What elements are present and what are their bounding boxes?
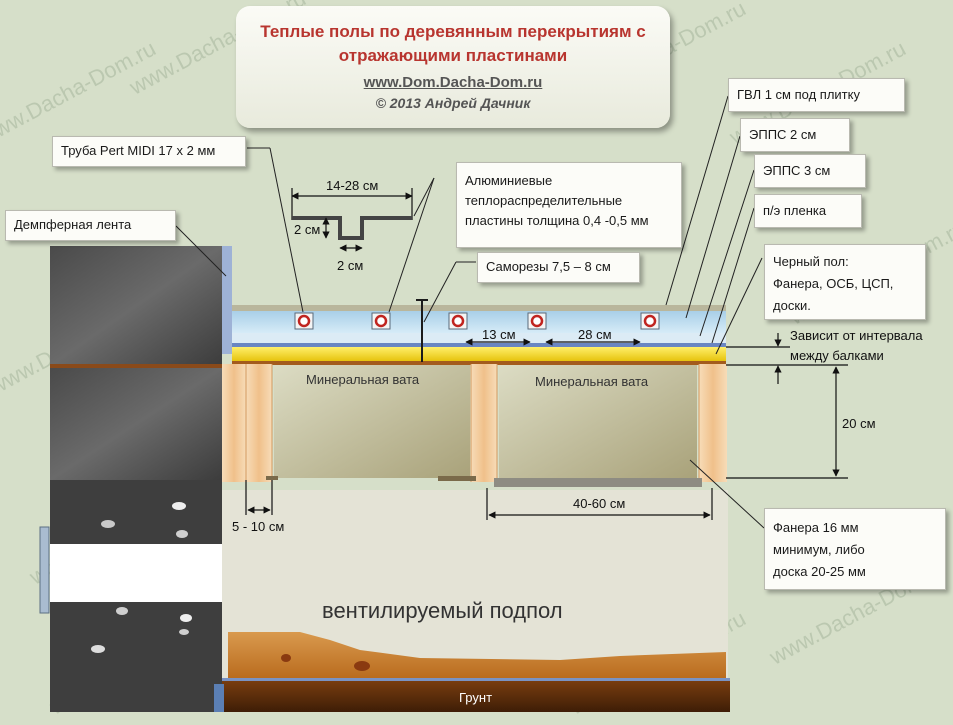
dim-depends-line: Зависит от интервала: [790, 328, 923, 343]
callout-plates-line: теплораспределительные: [465, 193, 623, 208]
callout-screws-text: Саморезы 7,5 – 8 см: [486, 259, 611, 274]
joists: [222, 364, 727, 482]
callout-plates-line: пластины толщина 0,4 -0,5 мм: [465, 213, 649, 228]
plywood-board: [266, 476, 278, 480]
heating-pipes: [294, 312, 660, 330]
subfloor-board: [232, 347, 726, 363]
dim-pipe-gap-28: 28 см: [578, 327, 612, 342]
callout-screws: Саморезы 7,5 – 8 см: [477, 252, 640, 283]
callout-plywood: Фанера 16 мм минимум, либо доска 20-25 м…: [764, 508, 946, 590]
callout-plywood-line: минимум, либо: [773, 542, 865, 557]
stone: [116, 607, 128, 615]
dim-profile-height: 2 см: [294, 222, 321, 237]
label-underfloor: вентилируемый подпол: [322, 598, 563, 623]
title-line-1: Теплые полы по деревянным перекрытиям с: [260, 22, 646, 41]
title-line-2: отражающими пластинами: [338, 46, 568, 65]
screed-layer: [232, 311, 726, 333]
stone: [172, 502, 186, 510]
dim-pipe-gap-13: 13 см: [482, 327, 516, 342]
callout-plywood-line: доска 20-25 мм: [773, 564, 866, 579]
stone: [354, 661, 370, 671]
callout-film: п/э пленка: [754, 194, 862, 228]
callout-damper: Демпферная лента: [5, 210, 176, 241]
callout-damper-text: Демпферная лента: [14, 217, 132, 232]
mineral-wool-right: [499, 365, 697, 478]
label-wool-right: Минеральная вата: [535, 374, 649, 389]
callout-subfloor: Черный пол: Фанера, ОСБ, ЦСП, доски.: [764, 244, 926, 320]
gvl-layer: [232, 305, 726, 311]
callout-epps3: ЭППС 3 см: [754, 154, 866, 188]
dim-profile-groove: 2 см: [337, 258, 364, 273]
callout-plywood-line: Фанера 16 мм: [773, 520, 859, 535]
damper-strip: [222, 246, 232, 354]
site-link[interactable]: www.Dom.Dacha-Dom.ru: [363, 74, 543, 91]
dim-beam-height: 20 см: [842, 416, 876, 431]
stone: [101, 520, 115, 528]
dim-span: 40-60 см: [573, 496, 626, 511]
plywood-board: [438, 476, 476, 481]
dim-beam-width: 5 - 10 см: [232, 519, 285, 534]
callout-plates: Алюминиевые теплораспределительные пласт…: [456, 162, 682, 248]
callout-plates-line: Алюминиевые: [465, 173, 553, 188]
callout-gvl: ГВЛ 1 см под плитку: [728, 78, 905, 112]
profile-sketch: [291, 188, 413, 252]
film-layer: [232, 343, 726, 347]
stone: [180, 614, 192, 622]
callout-gvl-text: ГВЛ 1 см под плитку: [737, 87, 860, 102]
title-panel: Теплые полы по деревянным перекрытиям с …: [236, 6, 670, 128]
dim-profile-width: 14-28 см: [326, 178, 379, 193]
mineral-wool-left: [274, 365, 470, 478]
label-ground: Грунт: [459, 690, 493, 705]
foundation-wall: [39, 246, 222, 712]
callout-film-text: п/э пленка: [763, 203, 827, 218]
epps-layer: [232, 333, 726, 343]
callout-pipe-text: Труба Pert MIDI 17 х 2 мм: [61, 143, 216, 158]
ground-base: [222, 680, 730, 712]
copyright: © 2013 Андрей Дачник: [375, 95, 531, 111]
label-wool-left: Минеральная вата: [306, 372, 420, 387]
callout-epps2-text: ЭППС 2 см: [749, 127, 817, 142]
callout-epps2: ЭППС 2 см: [740, 118, 850, 152]
dim-depends-line: между балками: [790, 348, 884, 363]
callout-subfloor-line: Фанера, ОСБ, ЦСП,: [773, 276, 894, 291]
stone: [91, 645, 105, 653]
stone: [179, 629, 189, 635]
soil: [228, 632, 726, 680]
stone: [281, 654, 291, 662]
plywood-board: [494, 478, 702, 487]
callout-subfloor-line: Черный пол:: [773, 254, 849, 269]
callout-pipe: Труба Pert MIDI 17 х 2 мм: [52, 136, 246, 167]
stone: [176, 530, 188, 538]
callout-epps3-text: ЭППС 3 см: [763, 163, 831, 178]
callout-subfloor-line: доски.: [773, 298, 811, 313]
